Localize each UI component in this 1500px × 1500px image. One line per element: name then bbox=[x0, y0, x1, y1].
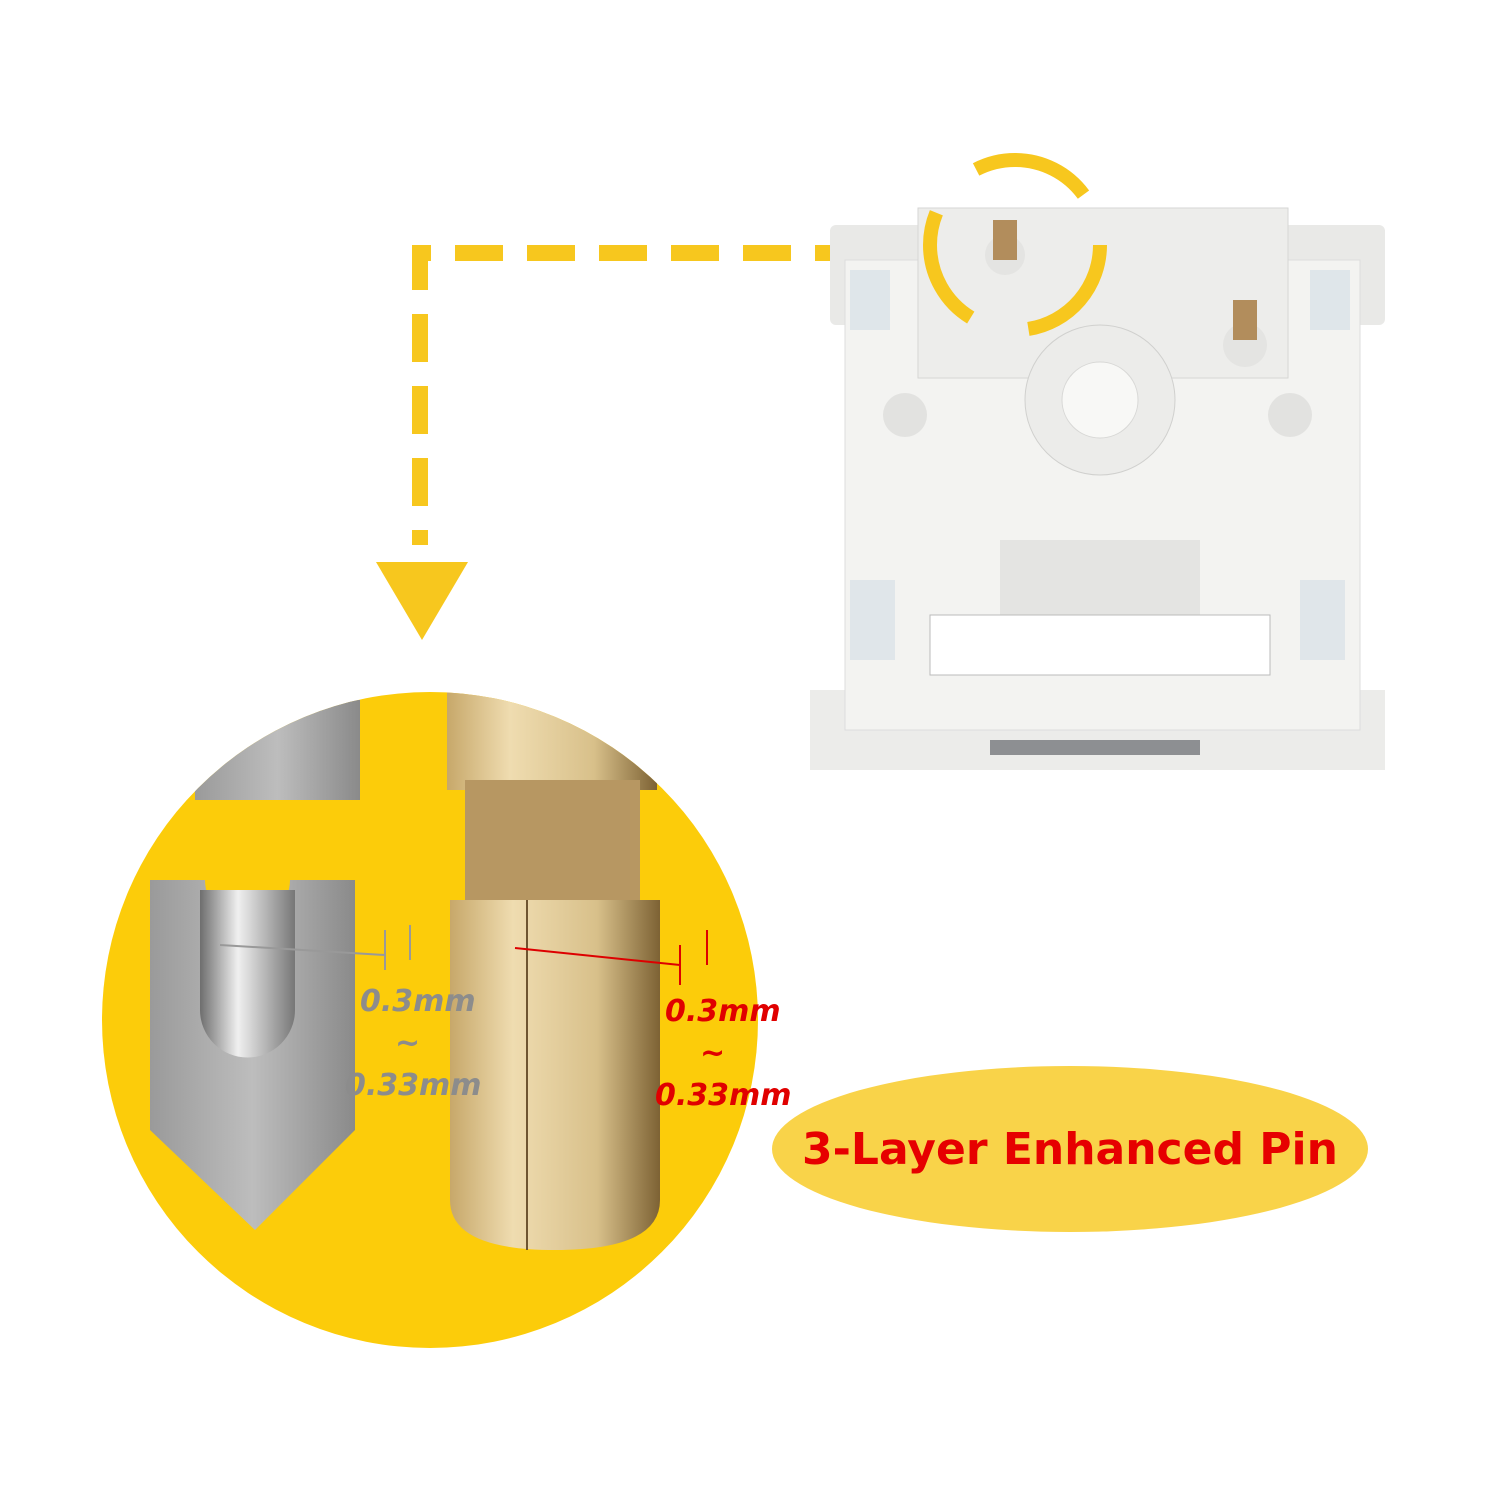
pin-closeup bbox=[150, 692, 708, 1250]
dashed-circle-highlight-icon bbox=[923, 153, 1107, 337]
right-pin-measure-sep: ~ bbox=[700, 1036, 726, 1071]
switch-illustration bbox=[810, 207, 1385, 770]
right-pin-measure-top: 0.3mm bbox=[665, 994, 781, 1029]
dashed-arrow-icon bbox=[412, 245, 935, 545]
arrow-head bbox=[376, 562, 468, 640]
right-pin-measure-bottom: 0.33mm bbox=[655, 1078, 792, 1113]
left-pin-measure-bottom: 0.33mm bbox=[345, 1068, 482, 1103]
left-pin-measure-sep: ~ bbox=[395, 1026, 421, 1061]
left-pin-measure-top: 0.3mm bbox=[360, 984, 476, 1019]
title-text: 3-Layer Enhanced Pin bbox=[802, 1123, 1338, 1175]
title-badge: 3-Layer Enhanced Pin bbox=[772, 1066, 1368, 1232]
